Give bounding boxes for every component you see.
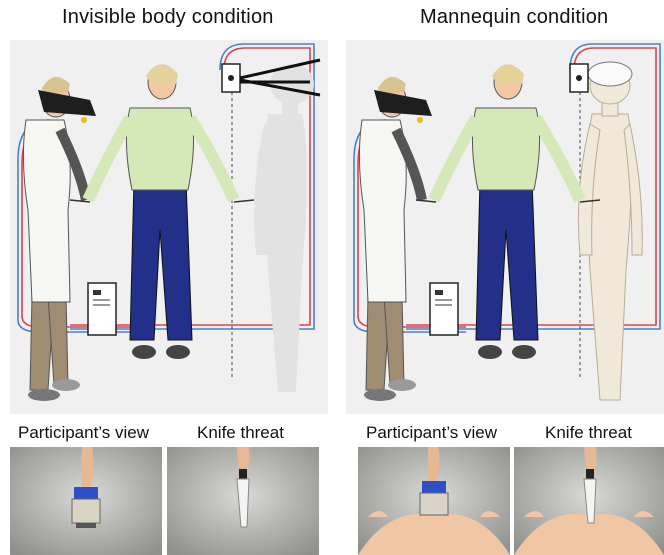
- scene-mannequin: [346, 40, 664, 414]
- mannequin: [578, 62, 642, 400]
- photo-invisible-knife: [167, 447, 319, 555]
- invisible-body: [254, 64, 314, 392]
- caption-knife-threat-right: Knife threat: [545, 423, 632, 443]
- photo-mannequin-brush: [358, 447, 510, 555]
- photo-invisible-brush: [10, 447, 162, 555]
- participant: [23, 77, 96, 401]
- computer-tower: [88, 283, 116, 335]
- caption-knife-threat-left: Knife threat: [197, 423, 284, 443]
- scene-invisible-body: [10, 40, 328, 414]
- computer-tower: [430, 283, 458, 335]
- caption-participant-view-right: Participant’s view: [366, 423, 497, 443]
- participant: [359, 77, 432, 401]
- title-invisible-body: Invisible body condition: [62, 6, 274, 29]
- stereo-camera: [570, 64, 588, 92]
- photo-mannequin-knife: [514, 447, 664, 555]
- title-mannequin: Mannequin condition: [420, 6, 608, 29]
- caption-participant-view-left: Participant’s view: [18, 423, 149, 443]
